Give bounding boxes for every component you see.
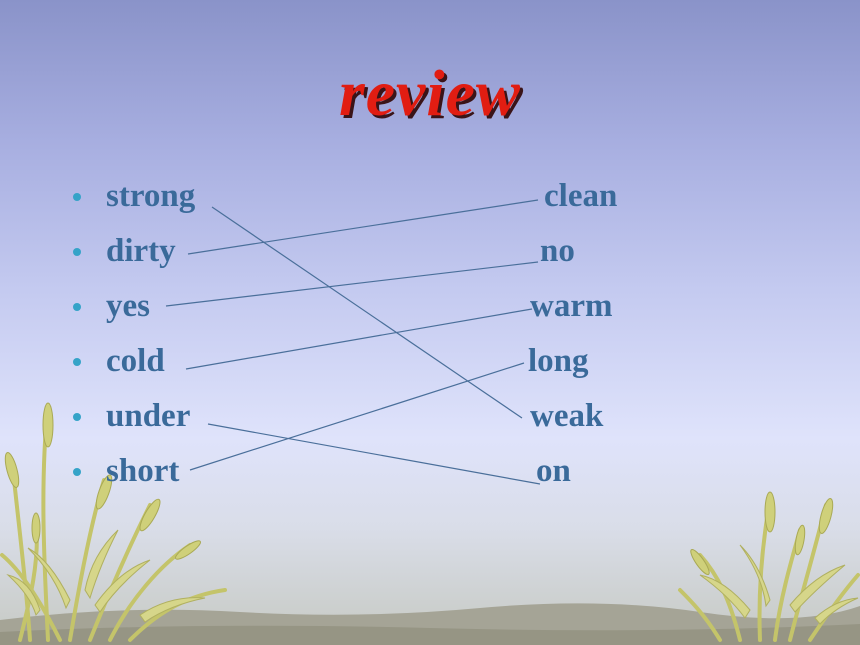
match-line-dirty-clean (187, 199, 539, 255)
right-word-long: long (528, 343, 589, 379)
bullet (73, 303, 81, 311)
match-line-yes-no (165, 261, 539, 307)
bullet (73, 413, 81, 421)
right-word-clean: clean (544, 178, 618, 214)
left-word-yes: yes (106, 288, 150, 324)
left-word-under: under (106, 398, 191, 434)
left-word-short: short (106, 453, 180, 489)
left-word-dirty: dirty (106, 233, 176, 269)
right-word-warm: warm (530, 288, 613, 324)
right-word-on: on (536, 453, 571, 489)
bullet (73, 358, 81, 366)
page-title: review (339, 57, 521, 130)
left-word-cold: cold (106, 343, 165, 379)
bullet (73, 248, 81, 256)
bullet (73, 193, 81, 201)
match-line-strong-weak (211, 206, 523, 419)
match-line-short-long (189, 362, 525, 471)
left-word-strong: strong (106, 178, 196, 214)
right-word-weak: weak (530, 398, 604, 434)
match-line-cold-warm (185, 308, 533, 370)
match-line-under-on (207, 423, 541, 485)
right-word-no: no (540, 233, 575, 269)
bullet (73, 468, 81, 476)
